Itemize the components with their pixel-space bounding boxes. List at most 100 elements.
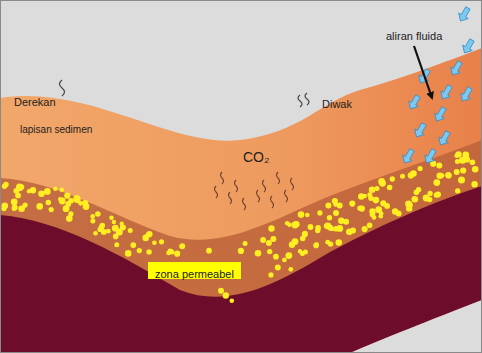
permeable-dot bbox=[223, 292, 229, 298]
permeable-dot bbox=[349, 201, 355, 207]
permeable-dot bbox=[336, 239, 343, 246]
permeable-dot bbox=[298, 211, 305, 218]
permeable-dot bbox=[460, 167, 466, 173]
permeable-dot bbox=[268, 225, 274, 231]
permeable-dot bbox=[327, 215, 332, 220]
permeable-dot bbox=[59, 198, 66, 205]
permeable-dot bbox=[308, 224, 314, 230]
permeable-dot bbox=[455, 188, 460, 193]
gas-squiggle bbox=[271, 196, 274, 208]
fluid-arrow-shape bbox=[412, 121, 429, 139]
layer-label: aliran fluida bbox=[386, 30, 442, 42]
permeable-dot bbox=[315, 228, 320, 233]
fluid-arrow bbox=[432, 105, 449, 123]
fluid-arrow bbox=[456, 5, 473, 23]
permeable-dot bbox=[128, 228, 133, 233]
permeable-dot bbox=[112, 220, 116, 224]
permeable-dot bbox=[362, 226, 368, 232]
permeable-dot bbox=[11, 199, 18, 206]
permeable-dot bbox=[159, 239, 164, 244]
fluid-arrows bbox=[400, 5, 477, 165]
permeable-dot bbox=[336, 225, 343, 232]
fluid-arrow-shape bbox=[438, 83, 455, 101]
permeable-dot bbox=[285, 221, 290, 226]
permeable-dot bbox=[238, 248, 244, 254]
permeable-dot bbox=[137, 248, 142, 253]
permeable-dot bbox=[333, 202, 338, 207]
fluid-arrow bbox=[436, 129, 453, 147]
layer-label: Derekan bbox=[14, 96, 56, 108]
fluid-arrow-shape bbox=[456, 5, 473, 23]
permeable-dot bbox=[120, 224, 126, 230]
permeable-dot bbox=[125, 250, 132, 257]
permeable-dot bbox=[445, 172, 451, 178]
permeable-dot bbox=[90, 214, 95, 219]
permeable-dot bbox=[317, 210, 322, 215]
permeable-dot bbox=[286, 252, 293, 259]
permeable-dot bbox=[152, 241, 157, 246]
gas-squiggle bbox=[285, 190, 288, 202]
permeable-dot bbox=[288, 267, 293, 272]
permeable-dot bbox=[428, 191, 433, 196]
fluid-arrow-shape bbox=[400, 147, 417, 165]
permeable-dot bbox=[333, 210, 339, 216]
permeable-dot bbox=[260, 237, 266, 243]
permeable-dot bbox=[387, 185, 393, 191]
permeable-dot bbox=[12, 205, 18, 211]
gas-squiggle bbox=[277, 172, 280, 184]
permeable-dot bbox=[268, 272, 273, 277]
permeable-dot bbox=[357, 206, 362, 211]
permeable-dot bbox=[400, 174, 405, 179]
permeable-dot bbox=[23, 203, 28, 208]
permeable-dot bbox=[302, 231, 308, 237]
permeable-dot bbox=[174, 251, 180, 257]
fluid-arrow bbox=[422, 147, 439, 165]
zone-box: zona permeabel bbox=[148, 262, 241, 279]
permeable-dot bbox=[179, 243, 185, 249]
permeable-dot bbox=[255, 250, 262, 257]
gas-squiggle bbox=[235, 180, 238, 192]
permeable-dot bbox=[455, 151, 461, 157]
permeable-dot bbox=[275, 265, 281, 271]
gas-squiggle bbox=[298, 95, 302, 107]
permeable-dot bbox=[95, 211, 101, 217]
permeable-dot bbox=[330, 227, 335, 232]
permeable-dot bbox=[206, 248, 212, 254]
permeable-dot bbox=[90, 219, 95, 224]
gas-squiggle bbox=[291, 178, 294, 190]
background bbox=[350, 300, 482, 353]
gas-squiggle bbox=[221, 172, 224, 184]
gas-squiggle bbox=[257, 190, 260, 202]
permeable-dot bbox=[15, 193, 21, 199]
permeable-dot bbox=[350, 227, 356, 233]
fluid-arrow-shape bbox=[406, 93, 423, 111]
permeable-dot bbox=[298, 249, 302, 253]
permeable-dot bbox=[19, 184, 24, 189]
permeable-dot bbox=[82, 200, 88, 206]
leader-arrow bbox=[414, 46, 432, 98]
permeable-dot bbox=[433, 179, 440, 186]
permeable-dot bbox=[373, 197, 380, 204]
permeable-dot bbox=[49, 207, 54, 212]
permeable-dot bbox=[412, 196, 419, 203]
permeable-dot bbox=[437, 173, 444, 180]
fluid-arrow bbox=[460, 37, 477, 55]
permeable-dot bbox=[410, 170, 417, 177]
permeable-dot bbox=[369, 208, 375, 214]
permeable-dot bbox=[472, 166, 479, 173]
zone-label: zona permeabel bbox=[155, 268, 234, 280]
permeable-dot bbox=[27, 189, 31, 193]
permeable-dot bbox=[454, 169, 460, 175]
permeable-dot bbox=[44, 188, 51, 195]
permeable-dot bbox=[313, 243, 319, 249]
permeable-dot bbox=[218, 288, 224, 294]
permeable-dot bbox=[392, 208, 398, 214]
permeable-dot bbox=[106, 229, 111, 234]
gas-squiggle bbox=[243, 198, 246, 210]
permeable-dot bbox=[436, 162, 442, 168]
permeable-dot bbox=[100, 223, 106, 229]
basement-layer bbox=[0, 186, 482, 353]
fluid-arrow bbox=[458, 85, 475, 103]
